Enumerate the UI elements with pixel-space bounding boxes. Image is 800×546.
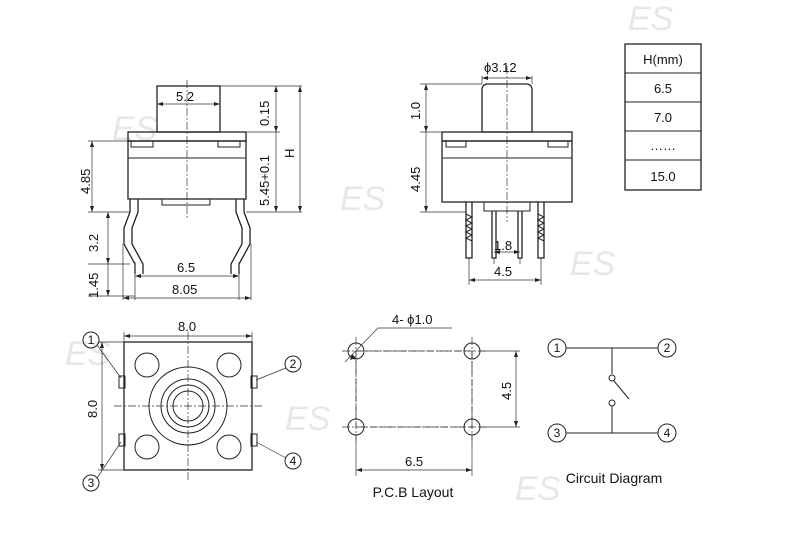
dim-label: 4.5 (494, 264, 512, 279)
pin-number: 4 (290, 454, 297, 468)
switch-contact (613, 380, 630, 400)
actuator-outer (148, 366, 228, 446)
side-leg-left (123, 199, 136, 274)
pin-number: 3 (554, 426, 561, 440)
pin-number: 1 (554, 341, 561, 355)
dim-label: H (282, 149, 297, 158)
dim-label: 5.45+0.1 (257, 155, 272, 206)
pin-number: 1 (88, 333, 95, 347)
pin-marker (82, 474, 100, 492)
table-cell: 15.0 (650, 169, 675, 184)
height-table: H(mm) 6.5 7.0 …… 15.0 (624, 43, 702, 191)
pin-marker (284, 452, 302, 470)
watermark: ES (65, 335, 111, 373)
table-cell: …… (650, 138, 676, 153)
pcb-layout: 4- ϕ1.0 4.5 6.5 P.C.B Layout (342, 312, 520, 500)
table-header: H(mm) (643, 52, 683, 67)
dim-label: 8.05 (172, 282, 197, 297)
dim-label: 8.0 (178, 319, 196, 334)
table-cell: 6.5 (654, 81, 672, 96)
dim-label: 1.0 (408, 102, 423, 120)
dim-label: 6.5 (177, 260, 195, 275)
dim-label: 4.5 (499, 382, 514, 400)
pin-number: 2 (290, 357, 297, 371)
watermark: ES (340, 180, 386, 218)
circuit-diagram: 1 2 3 4 Circuit Diagram (547, 338, 677, 486)
dim-label: 6.5 (405, 454, 423, 469)
watermark: ES (285, 400, 331, 438)
dim-label: 8.0 (85, 400, 100, 418)
dim-label: ϕ3.12 (484, 60, 517, 75)
front-view: ϕ3.12 1.0 4.45 1.8 4.5 (408, 60, 573, 285)
dim-label: 5.2 (176, 89, 194, 104)
side-base (161, 198, 211, 206)
watermark: ES (112, 110, 158, 148)
circuit-title: Circuit Diagram (566, 470, 662, 486)
watermark-group: ES ES ES ES ES ES ES (65, 0, 674, 508)
dim-label: 4.45 (408, 167, 423, 192)
side-view: 5.2 0.15 5.45+0.1 H 4.85 3.2 1.45 (78, 80, 302, 300)
side-clip-right (217, 140, 241, 148)
dim-label: 1.8 (494, 238, 512, 253)
side-leg-right (238, 199, 251, 274)
pin-number: 4 (664, 426, 671, 440)
watermark: ES (515, 470, 561, 508)
watermark: ES (628, 0, 674, 38)
dim-label: 1.45 (86, 273, 101, 298)
pin-number: 2 (664, 341, 671, 355)
pin-marker (284, 355, 302, 373)
top-view: 8.0 8.0 1 2 3 4 (82, 319, 302, 492)
pin-number: 3 (88, 476, 95, 490)
hole-label: 4- ϕ1.0 (392, 312, 433, 327)
pcb-title: P.C.B Layout (373, 484, 454, 500)
watermark: ES (570, 245, 616, 283)
dim-label: 0.15 (257, 101, 272, 126)
dim-label: 3.2 (86, 234, 101, 252)
table-cell: 7.0 (654, 110, 672, 125)
pin-marker (82, 331, 100, 349)
front-actuator (481, 83, 533, 133)
dim-label: 4.85 (78, 169, 93, 194)
